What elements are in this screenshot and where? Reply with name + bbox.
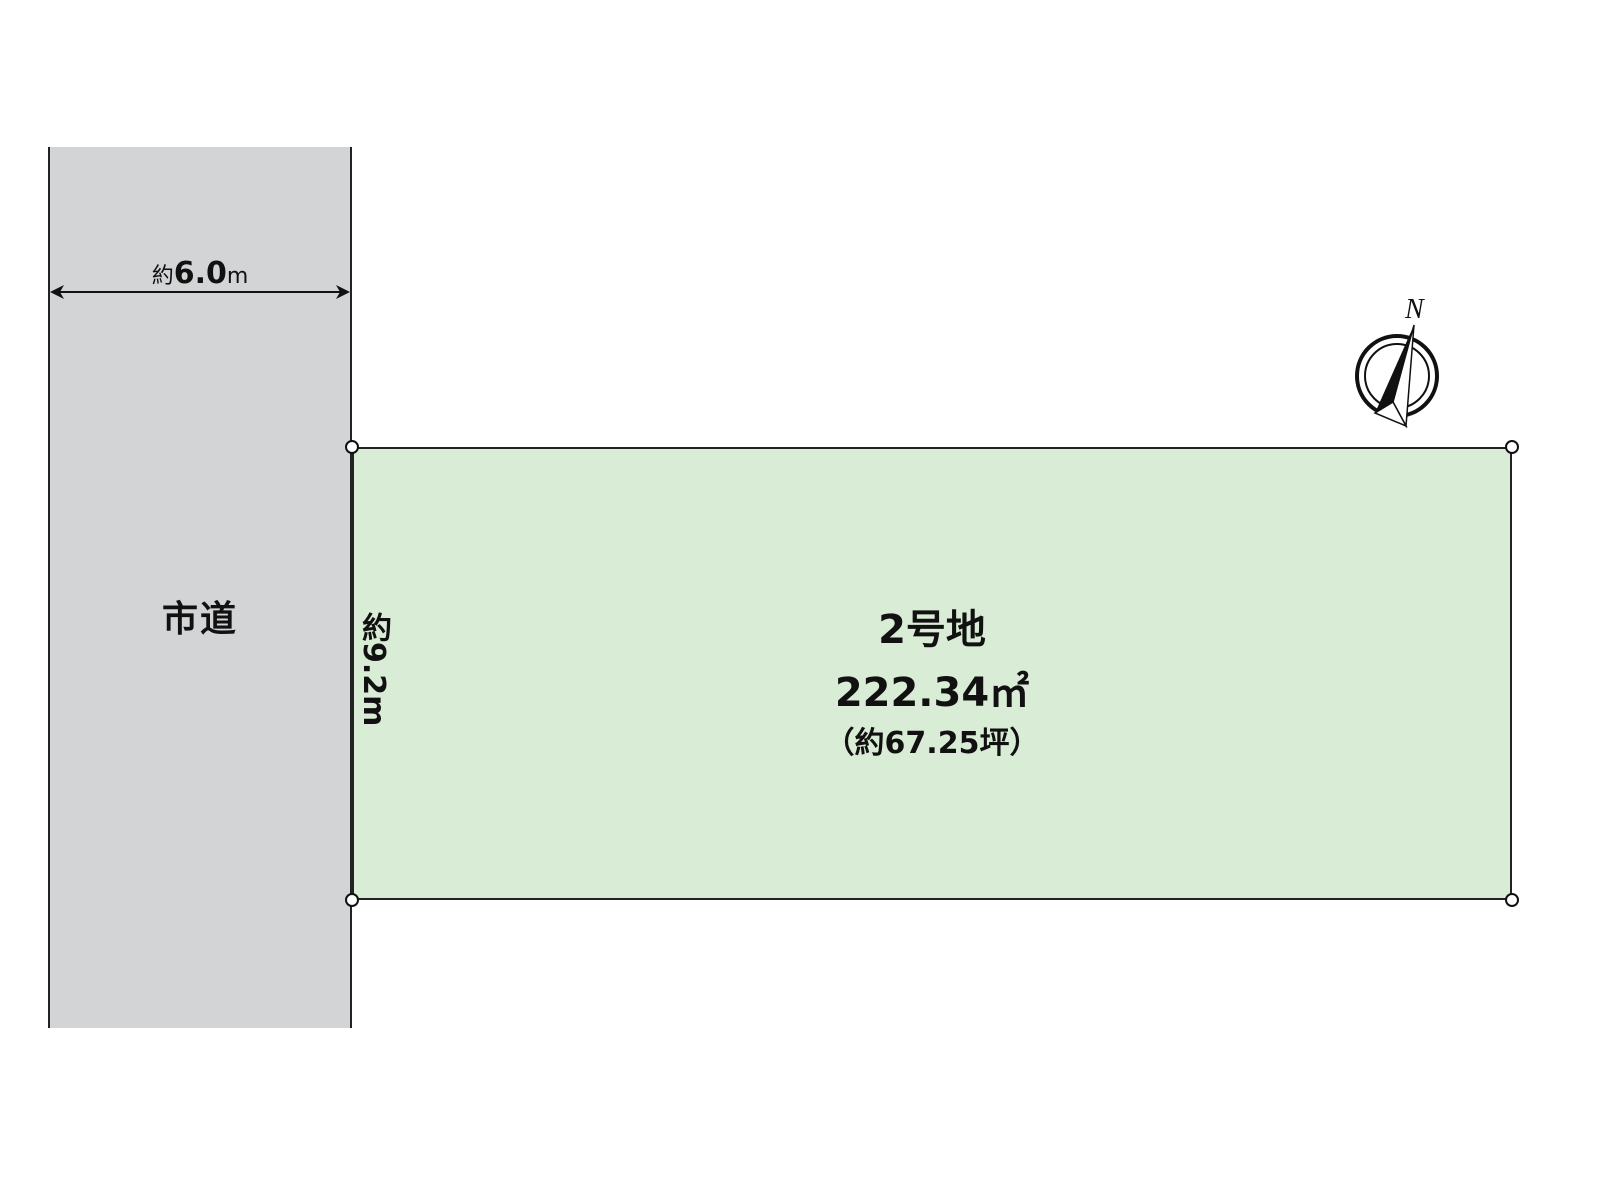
road-width-label: 約6.0m (50, 258, 350, 293)
city-road (48, 147, 352, 1028)
lot-parcel (352, 447, 1512, 900)
corner-marker-bottom-left (345, 893, 359, 907)
north-arrow-icon: N (1355, 294, 1439, 428)
corner-marker-top-left (345, 440, 359, 454)
lot-area-tsubo: （約67.25坪） (824, 726, 1040, 761)
road-width-value: 6.0 (173, 256, 227, 291)
lot-depth-label: 約9.2m (356, 612, 391, 727)
lot-area: 222.34㎡ (834, 670, 1030, 716)
road-width-dimension-arrow (50, 285, 350, 299)
road-label: 市道 (161, 599, 238, 640)
road-width-unit: m (226, 264, 249, 289)
corner-marker-top-right (1505, 440, 1519, 454)
corner-marker-bottom-right (1505, 893, 1519, 907)
approx-prefix: 約 (151, 264, 174, 289)
north-label: N (1404, 294, 1425, 325)
lot-name: 2号地 (878, 607, 986, 653)
